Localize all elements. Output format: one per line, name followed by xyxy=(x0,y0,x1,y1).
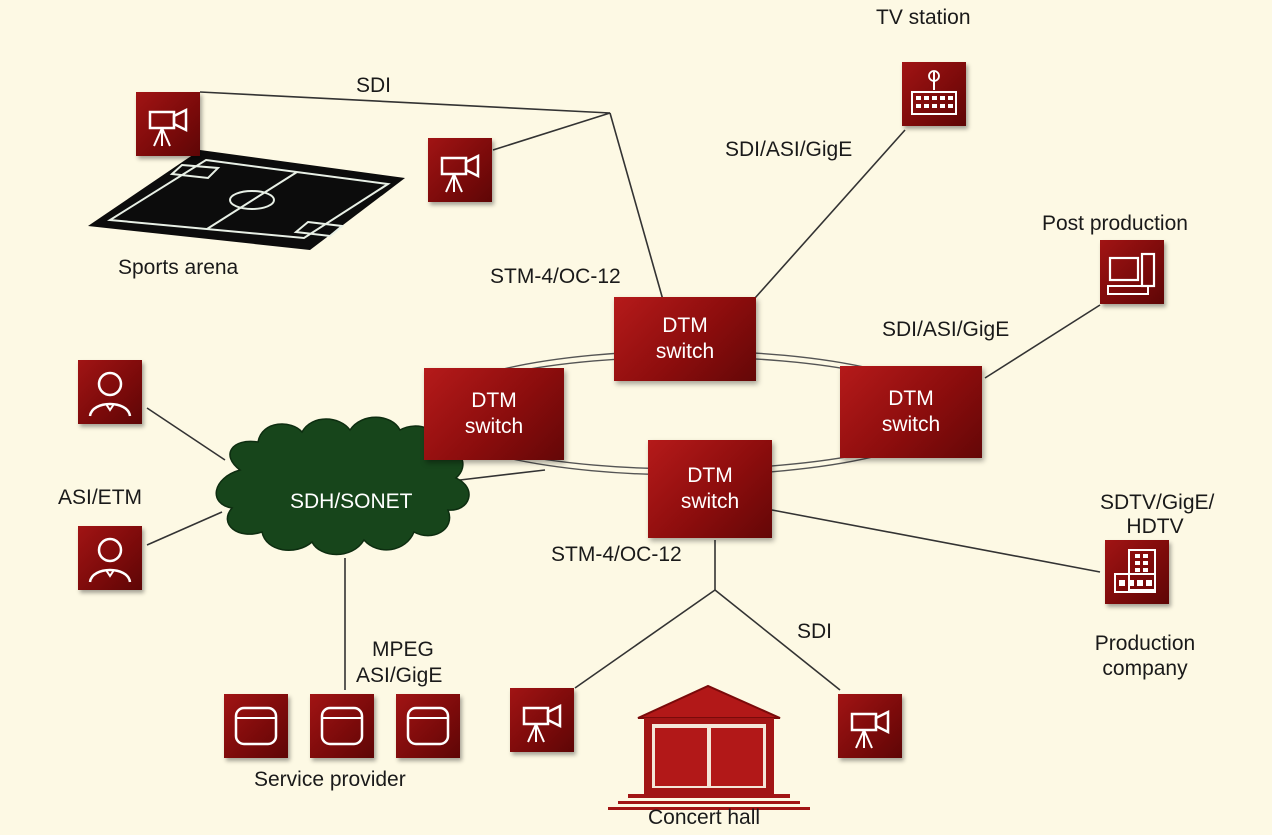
line-concert-camera-right xyxy=(714,589,841,691)
label-asi-etm: ASI/ETM xyxy=(58,486,143,509)
label-production: Production xyxy=(1094,632,1196,655)
line-cloud-dtm xyxy=(459,469,546,481)
dtm-switch-label: DTM xyxy=(687,464,733,487)
line-dtm-tvstation xyxy=(754,129,906,299)
label-sports-arena: Sports arena xyxy=(118,256,239,279)
line-junction-dtm-top xyxy=(609,112,664,301)
label-post-production: Post production xyxy=(1042,212,1188,235)
video-camera-icon xyxy=(136,92,200,156)
user-icon xyxy=(78,360,142,424)
tv-station-icon xyxy=(902,62,966,126)
line-dtm-postproduction xyxy=(984,304,1101,379)
line-concert-camera-left xyxy=(574,589,716,689)
cloud-label: SDH/SONET xyxy=(290,490,413,513)
dtm-switch-label: switch xyxy=(680,490,740,513)
stadium-icon xyxy=(88,150,405,250)
dtm-switch-label: switch xyxy=(655,340,715,363)
label-mpeg: MPEG xyxy=(372,638,434,661)
line-camera1-junction xyxy=(199,91,611,114)
line-dtm-productioncompany xyxy=(771,509,1101,573)
user-icon xyxy=(78,526,142,590)
dtm-switch-label: switch xyxy=(464,415,524,438)
line-user2-cloud xyxy=(146,511,223,546)
dtm-switch-top: DTM switch xyxy=(614,297,756,381)
label-stm-top: STM-4/OC-12 xyxy=(490,265,621,288)
video-camera-icon xyxy=(510,688,574,752)
video-camera-icon xyxy=(838,694,902,758)
sdh-sonet-cloud xyxy=(215,416,470,556)
label-tv-station: TV station xyxy=(876,6,971,29)
database-icon xyxy=(396,694,460,758)
connection-lines xyxy=(146,91,1101,691)
dtm-switch-label: DTM xyxy=(662,314,708,337)
dtm-switch-left: DTM switch xyxy=(424,368,564,460)
label-sdi-top: SDI xyxy=(356,74,392,97)
computer-icon xyxy=(1100,240,1164,304)
dtm-switch-label: switch xyxy=(881,413,941,436)
concert-hall-icon xyxy=(608,684,810,810)
label-service-provider: Service provider xyxy=(254,768,406,791)
building-icon xyxy=(1105,540,1169,604)
label-hdtv: HDTV xyxy=(1126,515,1184,538)
line-camera2-junction xyxy=(492,112,611,151)
label-sdi-asi-gige-right: SDI/ASI/GigE xyxy=(882,318,1010,341)
database-icon xyxy=(310,694,374,758)
label-company: company xyxy=(1102,657,1188,680)
label-concert-hall: Concert hall xyxy=(648,806,761,829)
label-asi-gige: ASI/GigE xyxy=(356,664,443,687)
database-icon xyxy=(224,694,288,758)
line-user1-cloud xyxy=(146,407,226,461)
label-sdi-bottom: SDI xyxy=(797,620,833,643)
video-camera-icon xyxy=(428,138,492,202)
dtm-switch-right: DTM switch xyxy=(840,366,982,458)
label-sdi-asi-gige-top: SDI/ASI/GigE xyxy=(725,138,853,161)
dtm-switch-label: DTM xyxy=(471,389,517,412)
label-sdtv-gige: SDTV/GigE/ xyxy=(1100,491,1215,514)
label-stm-bottom: STM-4/OC-12 xyxy=(551,543,682,566)
dtm-switch-bottom: DTM switch xyxy=(648,440,772,538)
dtm-switch-label: DTM xyxy=(888,387,934,410)
